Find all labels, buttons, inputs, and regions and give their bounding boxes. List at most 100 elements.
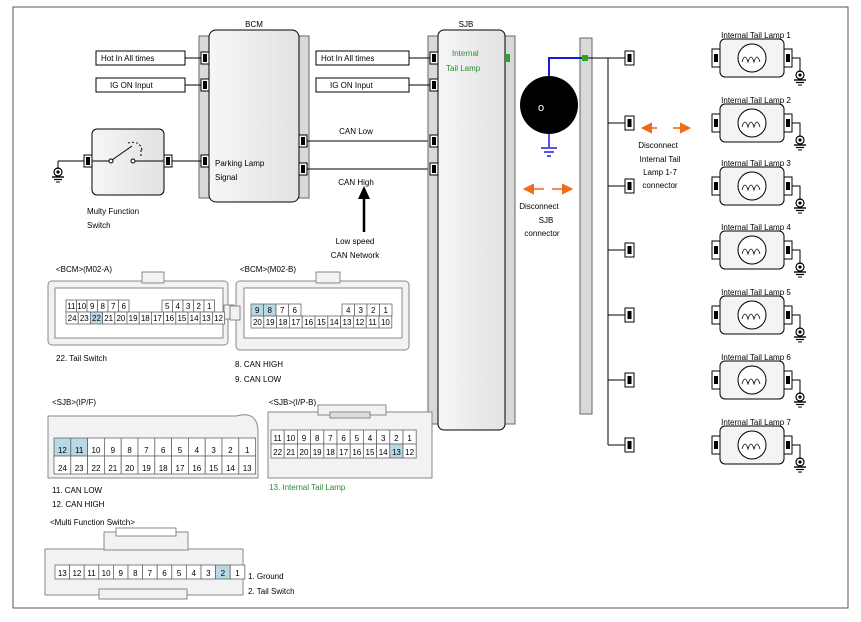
m02a-pin-17: 17 xyxy=(153,314,162,323)
ipb-pin-6: 6 xyxy=(341,434,346,443)
can-network-label-1: Low speed xyxy=(336,237,375,246)
tail-lamp-3-icon xyxy=(711,166,807,214)
ipb-pin-3: 3 xyxy=(381,434,386,443)
sjb-hot-input-label: Hot In All times xyxy=(321,54,374,63)
m02b-pin-15: 15 xyxy=(317,318,326,327)
lamp-label-7: Internal Tail Lamp 7 xyxy=(721,418,791,427)
m02a-pin-6: 6 xyxy=(122,302,127,311)
ipf-pin-1: 1 xyxy=(245,446,250,455)
lamp-label-3: Internal Tail Lamp 3 xyxy=(721,159,791,168)
m02b-pin-7: 7 xyxy=(280,306,285,315)
m02b-title: <BCM>(M02-B) xyxy=(240,265,296,274)
ipf-pin-4: 4 xyxy=(195,446,200,455)
sjb-module xyxy=(437,29,506,431)
ipb-pin-19: 19 xyxy=(313,448,322,457)
ipb-pin-10: 10 xyxy=(286,434,295,443)
lamp-disconnect-label-3: Lamp 1-7 xyxy=(643,168,677,177)
mfs-note-1: 1. Ground xyxy=(248,572,284,581)
splice-bar xyxy=(579,37,593,415)
m02a-pin-5: 5 xyxy=(165,302,170,311)
ipf-pin-18: 18 xyxy=(159,464,168,473)
bcm-module xyxy=(208,29,300,203)
lamp-label-6: Internal Tail Lamp 6 xyxy=(721,353,791,362)
m02a-pin-10: 10 xyxy=(77,302,86,311)
m02a-pin-18: 18 xyxy=(141,314,150,323)
ipf-pin-20: 20 xyxy=(125,464,134,473)
ipf-pin-23: 23 xyxy=(75,464,84,473)
ipb-pin-13: 13 xyxy=(392,448,401,457)
sjb-internal-label-2: Tail Lamp xyxy=(446,64,481,73)
ipb-pin-2: 2 xyxy=(394,434,399,443)
sjb-ig-input-label: IG ON Input xyxy=(330,81,373,90)
ipb-pin-17: 17 xyxy=(339,448,348,457)
ipf-pin-9: 9 xyxy=(111,446,116,455)
m02b-note-1: 8. CAN HIGH xyxy=(235,360,283,369)
m02b-pin-11: 11 xyxy=(368,318,377,327)
tail-lamp-5-icon xyxy=(711,295,807,343)
m02a-title: <BCM>(M02-A) xyxy=(56,265,112,274)
m02a-pin-12: 12 xyxy=(214,314,223,323)
m02a-pin-3: 3 xyxy=(186,302,191,311)
tail-lamp-7-icon xyxy=(711,425,807,473)
lamp-disconnect-label-4: connector xyxy=(642,181,677,190)
ipf-pin-13: 13 xyxy=(243,464,252,473)
sjb-disconnect-label-1: Disconnect xyxy=(519,202,559,211)
ipf-pin-10: 10 xyxy=(92,446,101,455)
ipb-pin-16: 16 xyxy=(352,448,361,457)
switch-label-1: Multy Function xyxy=(87,207,139,216)
lamp-label-1: Internal Tail Lamp 1 xyxy=(721,31,791,40)
lamp-disconnect-label-1: Disconnect xyxy=(638,141,678,150)
lamp-label-4: Internal Tail Lamp 4 xyxy=(721,223,791,232)
ipf-pin-16: 16 xyxy=(192,464,201,473)
lamp-label-2: Internal Tail Lamp 2 xyxy=(721,96,791,105)
mfs-pin-6: 6 xyxy=(162,569,167,578)
mfs-pin-4: 4 xyxy=(191,569,196,578)
ipf-pin-2: 2 xyxy=(228,446,233,455)
ipb-pin-9: 9 xyxy=(302,434,307,443)
mfs-pin-10: 10 xyxy=(102,569,111,578)
mfs-pin-1: 1 xyxy=(235,569,240,578)
m02b-pin-3: 3 xyxy=(359,306,364,315)
m02a-pin-2: 2 xyxy=(197,302,202,311)
ipf-pin-12: 12 xyxy=(58,446,67,455)
tail-lamp-1-icon xyxy=(711,38,807,86)
ipb-pin-11: 11 xyxy=(273,434,282,443)
diagram-border xyxy=(12,6,849,609)
ipf-pin-17: 17 xyxy=(176,464,185,473)
m02b-pin-8: 8 xyxy=(268,306,273,315)
m02a-pin-21: 21 xyxy=(104,314,113,323)
ipf-pin-15: 15 xyxy=(209,464,218,473)
m02a-pin-19: 19 xyxy=(129,314,138,323)
m02b-pin-6: 6 xyxy=(293,306,298,315)
ipb-pin-21: 21 xyxy=(286,448,295,457)
m02b-pin-13: 13 xyxy=(343,318,352,327)
ipb-pin-12: 12 xyxy=(405,448,414,457)
bcm-hot-input-label: Hot In All times xyxy=(101,54,154,63)
ipf-pin-3: 3 xyxy=(211,446,216,455)
m02a-pin-9: 9 xyxy=(90,302,95,311)
m02b-pin-20: 20 xyxy=(253,318,262,327)
mfs-pin-11: 11 xyxy=(87,569,96,578)
ipb-pin-15: 15 xyxy=(366,448,375,457)
ipf-note-2: 12. CAN HIGH xyxy=(52,500,105,509)
ipf-pin-21: 21 xyxy=(108,464,117,473)
m02b-pin-19: 19 xyxy=(266,318,275,327)
bcm-parking-label-2: Signal xyxy=(215,173,237,182)
ipf-note-1: 11. CAN LOW xyxy=(52,486,103,495)
mfs-title: <Multi Function Switch> xyxy=(50,518,135,527)
m02b-note-2: 9. CAN LOW xyxy=(235,375,282,384)
ground-bulb-icon xyxy=(520,76,578,134)
sjb-disconnect-label-3: connector xyxy=(524,229,559,238)
ipb-pin-1: 1 xyxy=(407,434,412,443)
m02b-pin-10: 10 xyxy=(381,318,390,327)
ipf-pin-24: 24 xyxy=(58,464,67,473)
svg-text:o: o xyxy=(538,102,544,114)
m02b-pin-14: 14 xyxy=(330,318,339,327)
can-low-label: CAN Low xyxy=(339,127,373,136)
mfs-pin-3: 3 xyxy=(206,569,211,578)
ipf-pin-14: 14 xyxy=(226,464,235,473)
bcm-ig-input-label: IG ON Input xyxy=(110,81,153,90)
m02a-pin-20: 20 xyxy=(116,314,125,323)
switch-label-2: Switch xyxy=(87,221,111,230)
m02b-pin-9: 9 xyxy=(255,306,260,315)
